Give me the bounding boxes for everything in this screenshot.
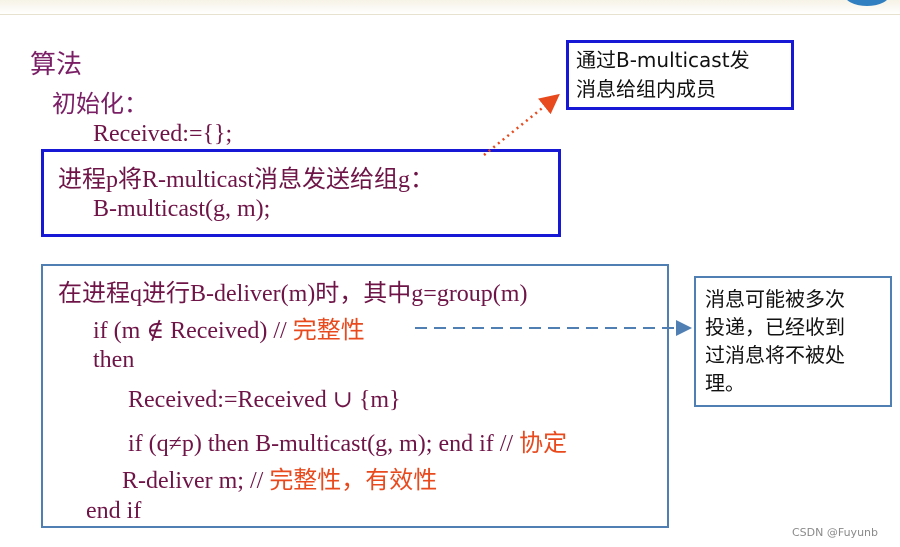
corner-logo <box>844 0 890 6</box>
watermark: CSDN @Fuyunb <box>792 526 878 539</box>
deliver-block-box <box>41 264 669 528</box>
send-line-1: 进程p将R-multicast消息发送给组g： <box>58 167 434 193</box>
send-note-arrow <box>483 93 560 156</box>
deliver-note-line-3: 过消息将不被处 <box>705 343 845 367</box>
deliver-note-line-1: 消息可能被多次 <box>705 287 845 311</box>
received-init: Received:={}; <box>93 121 233 147</box>
deliver-line-6-comment: 完整性，有效性 <box>269 468 438 494</box>
deliver-line-4: Received:=Received ∪ {m} <box>128 387 401 413</box>
deliver-line-1: 在进程q进行B-deliver(m)时，其中g=group(m) <box>58 281 528 307</box>
deliver-note-line-2: 投递，已经收到 <box>705 315 845 339</box>
deliver-line-7: end if <box>86 498 142 524</box>
deliver-line-3: then <box>93 347 135 373</box>
send-block-box <box>41 149 561 237</box>
deliver-line-2-comment: 完整性 <box>292 318 365 344</box>
send-note-line-1: 通过B-multicast发 <box>576 48 750 72</box>
top-decoration-band <box>0 0 900 15</box>
deliver-line-5: if (q≠p) then B-multicast(g, m); end if … <box>128 423 567 458</box>
deliver-note-line-4: 理。 <box>705 371 745 395</box>
deliver-line-6: R-deliver m; // 完整性，有效性 <box>122 460 437 495</box>
algorithm-title: 算法 <box>30 50 83 79</box>
deliver-line-5-comment: 协定 <box>519 431 568 457</box>
deliver-note-box <box>694 276 892 407</box>
deliver-line-2: if (m ∉ Received) // 完整性 <box>93 310 365 345</box>
deliver-line-2-code: if (m ∉ Received) // <box>93 318 293 344</box>
deliver-line-5-code: if (q≠p) then B-multicast(g, m); end if … <box>128 431 520 457</box>
deliver-line-6-code: R-deliver m; // <box>122 468 270 494</box>
send-note-line-2: 消息给组内成员 <box>576 77 716 101</box>
init-label: 初始化： <box>52 92 148 118</box>
send-note-box <box>566 40 794 110</box>
send-line-2: B-multicast(g, m); <box>93 196 271 222</box>
